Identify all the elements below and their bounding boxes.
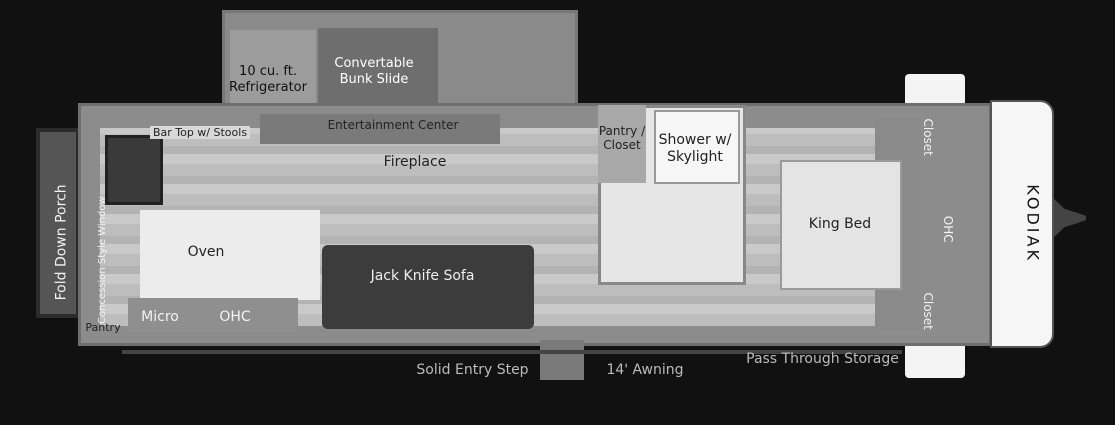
entertainment-center [260,114,500,144]
concession-window-label: Concession Style Window [97,196,108,324]
jack-knife-sofa [322,245,534,329]
hitch [1050,195,1086,241]
entertainment-center-label: Entertainment Center [327,118,459,132]
entry-step [540,340,584,380]
awning-label: 14' Awning [606,362,684,378]
pass-through-storage-top [905,74,965,106]
king-bed [780,160,902,290]
closet-bottom-label: Closet [921,292,936,330]
pass-through-storage-bottom [905,342,965,378]
shower-label: Shower w/ Skylight [658,132,732,165]
sofa-label: Jack Knife Sofa [370,268,475,284]
bunk-slide-label: Convertable Bunk Slide [334,56,414,87]
refrigerator-area [230,30,316,104]
entry-step-label: Solid Entry Step [416,362,529,378]
pantry-closet-label: Pantry / Closet [598,124,646,153]
kodiak-logo: KODIAK [1023,184,1043,263]
shower [654,110,740,184]
bedroom-ohc-label: OHC [941,215,956,243]
kitchen-ohc-label: OHC [219,309,251,325]
closet-top-label: Closet [921,118,936,156]
fireplace-label: Fireplace [383,154,447,170]
kitchen-counter [140,210,320,300]
bar-top [105,135,163,205]
refrigerator-label: 10 cu. ft. Refrigerator [229,64,307,95]
fold-down-porch-label: Fold Down Porch [53,184,70,301]
front-cap [990,100,1054,348]
bar-top-label: Bar Top w/ Stools [150,126,250,140]
kitchen-ohc [128,298,298,332]
pass-through-label: Pass Through Storage [746,351,899,367]
micro-label: Micro [141,309,179,325]
pantry-closet [598,105,646,183]
king-bed-label: King Bed [808,216,872,232]
pantry-label: Pantry [85,321,121,334]
bunk-slide-area [318,28,438,106]
awning-line [122,350,902,354]
oven-label: Oven [187,244,225,260]
